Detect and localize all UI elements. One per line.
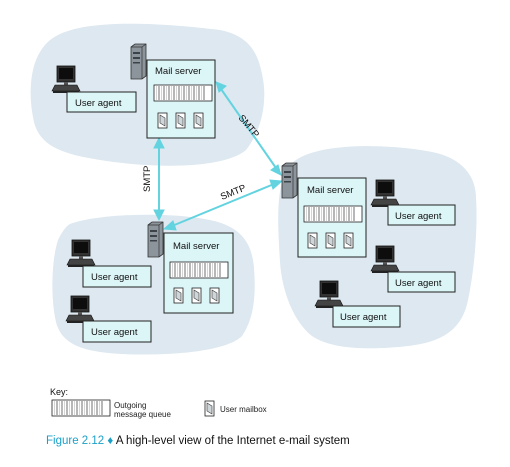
user-agent-label: User agent: [340, 312, 387, 323]
figure-number: Figure 2.12: [46, 435, 105, 447]
mail-server-label: Mail server: [307, 185, 353, 196]
smtp-link-vertical: [153, 136, 165, 222]
user-agent-bottom-bottom: User agent: [82, 320, 152, 343]
message-queue-key-icon: [51, 399, 111, 417]
caption-separator: ♦: [107, 435, 114, 447]
user-mailbox-icon: [343, 232, 354, 249]
user-agent-box: [82, 320, 152, 343]
caption-text: A high-level view of the Internet e-mail…: [115, 435, 350, 447]
key-queue-label-line1: Outgoing: [114, 401, 146, 410]
server-tower-icon: [130, 43, 147, 80]
mail-server-top: Mail server: [146, 59, 216, 139]
user-agent-right-middle: User agent: [387, 271, 456, 293]
key-title: Key:: [50, 387, 68, 397]
server-tower-icon: [147, 221, 164, 258]
user-agent-right-top: User agent: [387, 204, 456, 226]
user-agent-box: [66, 91, 137, 113]
user-agent-right-bottom: User agent: [332, 305, 401, 328]
mail-server-label: Mail server: [155, 66, 201, 77]
user-mailbox-icon: [175, 112, 186, 129]
user-agent-label: User agent: [91, 272, 138, 283]
user-agent-box: [82, 265, 152, 288]
message-queue-icon: [153, 84, 213, 102]
figure-caption: Figure 2.12 ♦ A high-level view of the I…: [46, 435, 350, 447]
user-agent-box: [332, 305, 401, 328]
user-agent-label: User agent: [91, 327, 138, 338]
user-agent-box: [387, 271, 456, 293]
smtp-label-vertical: SMTP: [142, 166, 153, 192]
user-mailbox-icon: [157, 112, 168, 129]
user-mailbox-icon: [173, 287, 184, 304]
server-tower-icon: [281, 162, 298, 199]
message-queue-icon: [303, 205, 363, 223]
user-mailbox-icon: [191, 287, 202, 304]
smtp-link-top-right: [215, 81, 282, 176]
user-agent-bottom-top: User agent: [82, 265, 152, 288]
user-mailbox-icon: [193, 112, 204, 129]
mail-server-bottom: Mail server: [163, 232, 234, 314]
user-agent-label: User agent: [395, 211, 442, 222]
mail-server-right: Mail server: [297, 177, 367, 258]
mail-server-label: Mail server: [173, 241, 219, 252]
user-mailbox-key-icon: [204, 400, 215, 417]
user-agent-label: User agent: [75, 98, 122, 109]
user-agent-box: [387, 204, 456, 226]
user-mailbox-icon: [209, 287, 220, 304]
smtp-link-bottom-right: [162, 179, 284, 231]
user-agent-label: User agent: [395, 278, 442, 289]
key-legend: Key: Outgoing message queue User mailbox: [50, 387, 267, 419]
user-mailbox-icon: [307, 232, 318, 249]
key-mailbox-label: User mailbox: [220, 405, 267, 414]
key-queue-label-line2: message queue: [114, 410, 171, 419]
message-queue-icon: [169, 261, 229, 279]
user-agent-top-left: User agent: [66, 91, 137, 113]
user-mailbox-icon: [325, 232, 336, 249]
